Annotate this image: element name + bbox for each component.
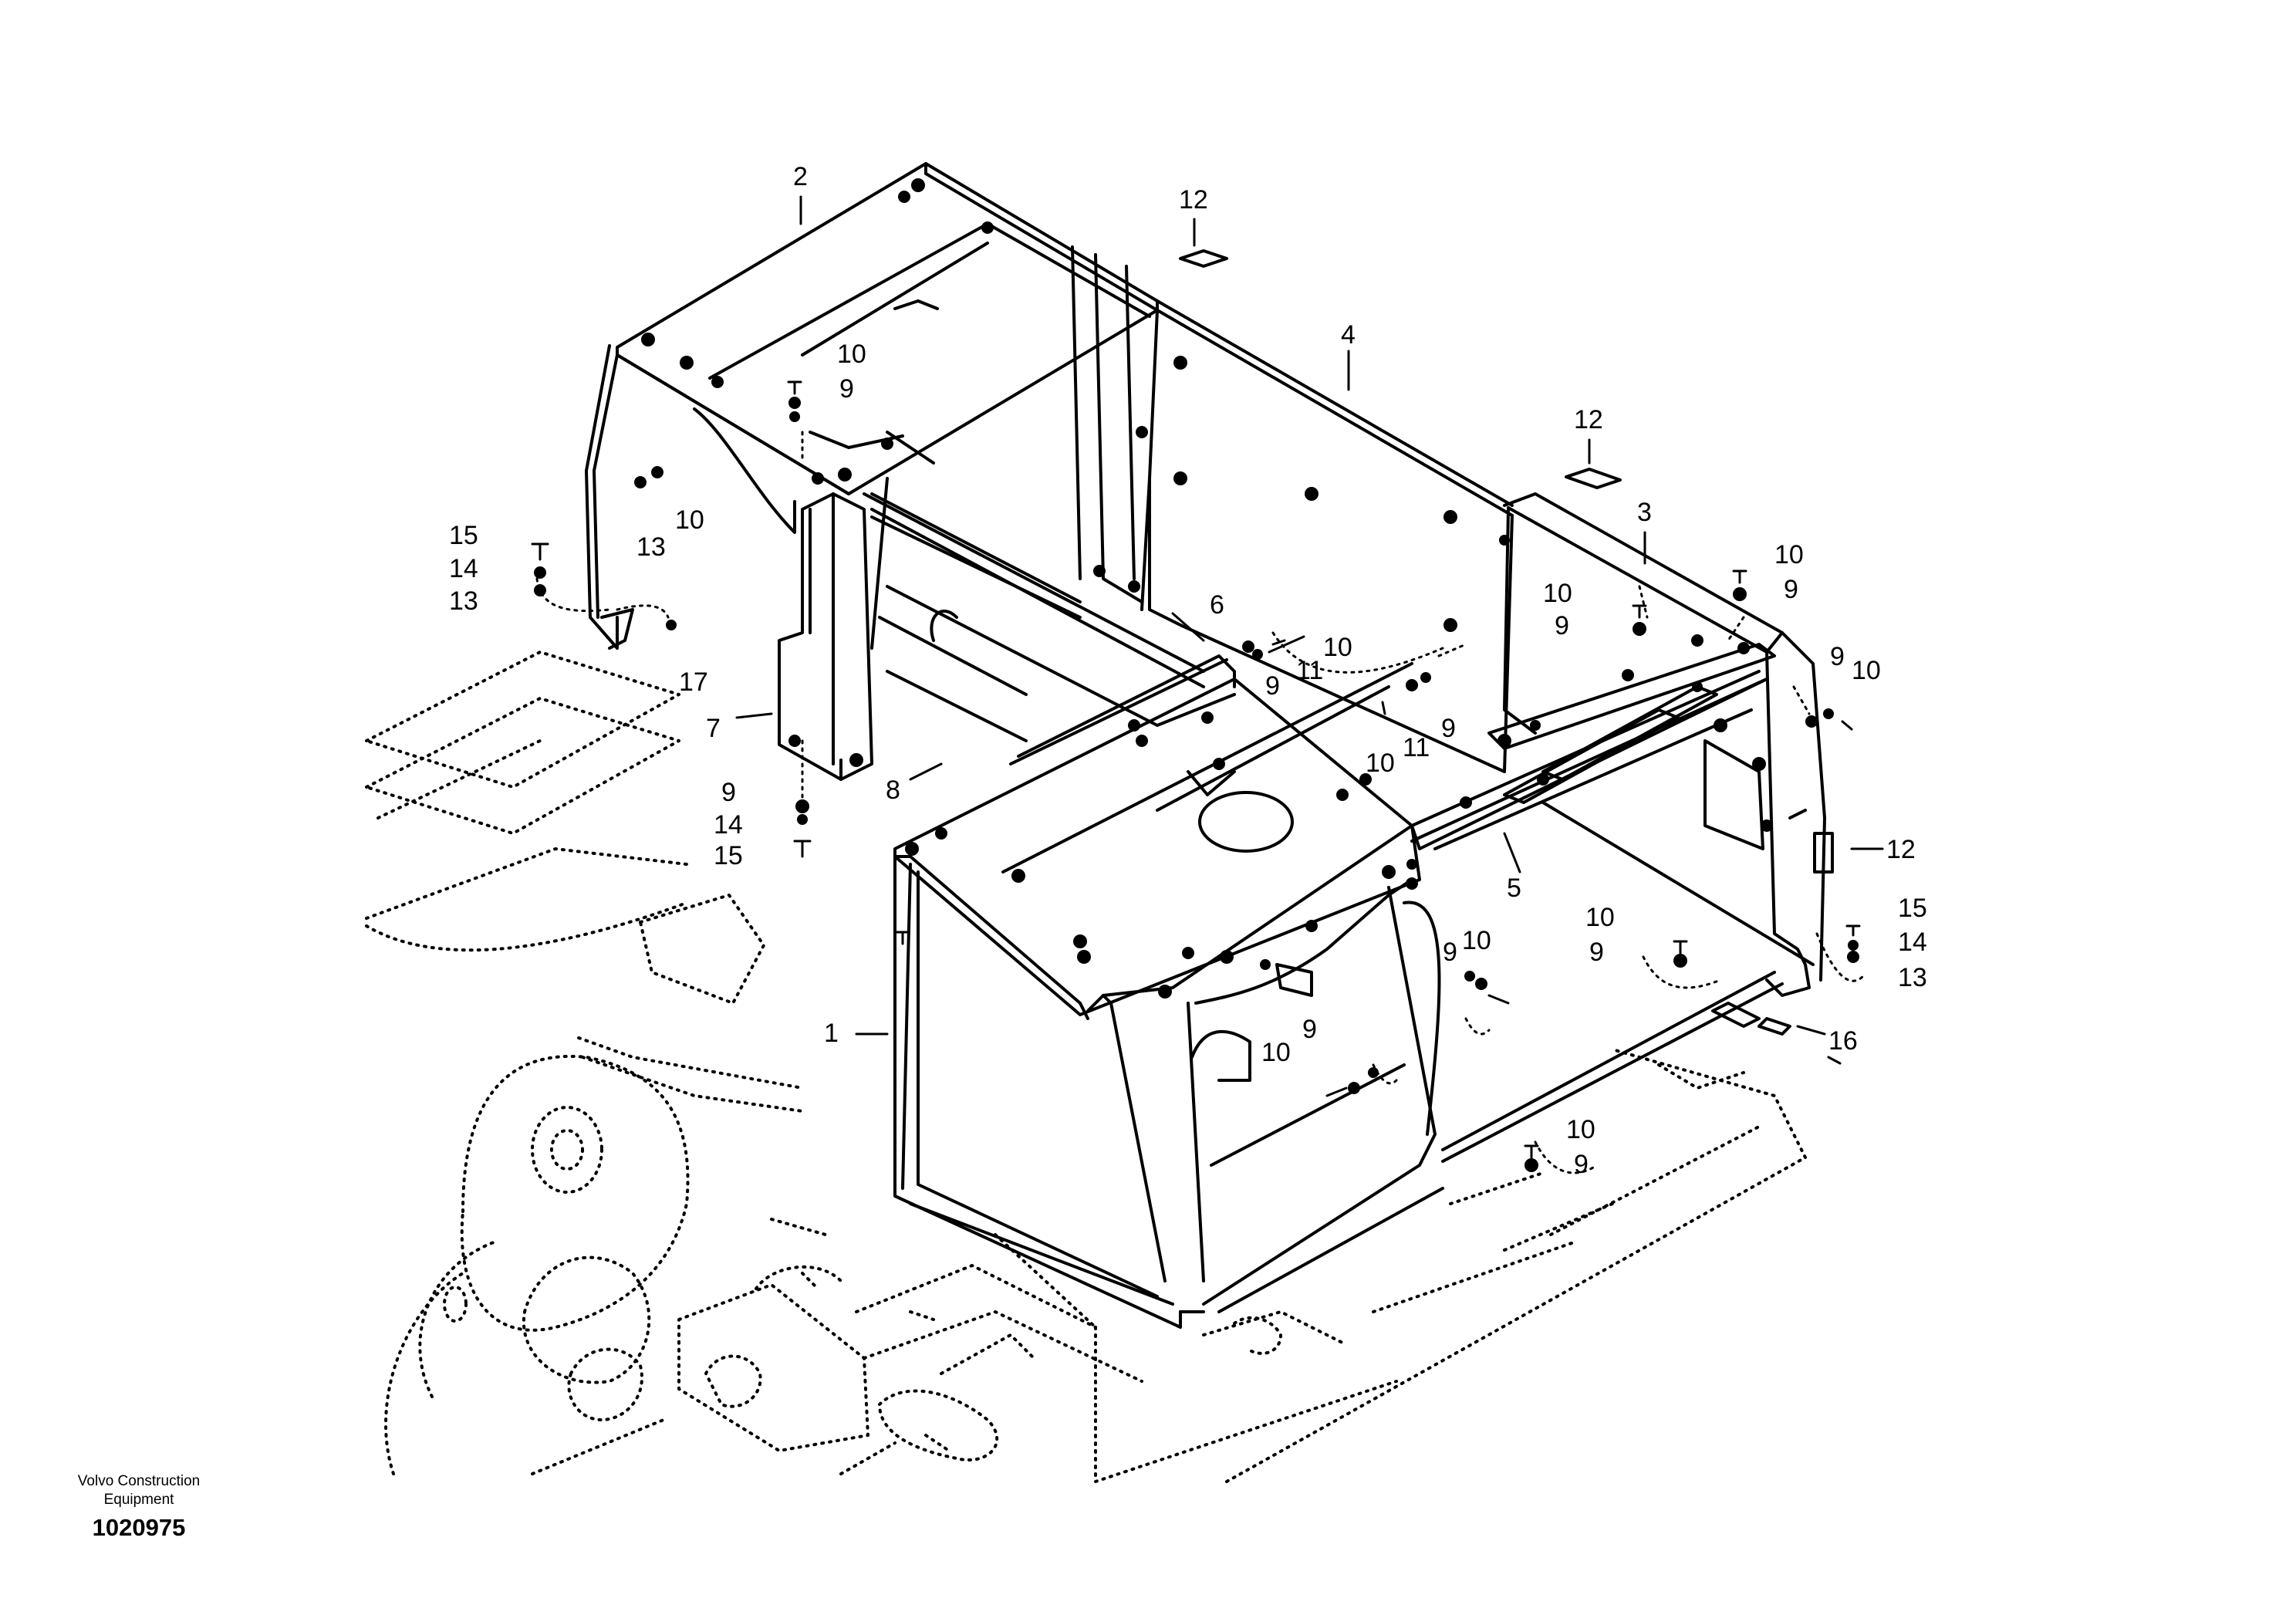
callout-14: 14	[1898, 928, 1927, 957]
background-frame-dotted	[365, 650, 1807, 1483]
part-2-rear-frame	[585, 162, 1159, 650]
callout-12: 12	[1886, 835, 1916, 864]
callout-10: 10	[1366, 748, 1395, 778]
callout-14: 14	[714, 810, 743, 840]
top-panel-opening	[1198, 791, 1294, 853]
callout-9: 9	[1555, 611, 1569, 640]
callout-9: 9	[721, 778, 736, 807]
callout-9: 9	[1441, 714, 1456, 743]
callout-9: 9	[1830, 642, 1845, 671]
callout-10: 10	[1261, 1038, 1291, 1067]
callout-8: 8	[886, 776, 900, 805]
callout-17: 17	[679, 667, 708, 697]
callout-9: 9	[1589, 938, 1604, 967]
callout-10: 10	[1543, 579, 1572, 608]
drawing-number: 1020975	[92, 1514, 186, 1541]
fasteners	[531, 380, 1861, 1159]
part-12-labels	[1179, 249, 1834, 874]
manufacturer-line-1: Volvo Construction	[77, 1473, 201, 1489]
callout-9: 9	[1302, 1015, 1317, 1044]
callout-1: 1	[824, 1019, 839, 1048]
callout-9: 9	[839, 374, 854, 404]
callout-7: 7	[706, 714, 721, 743]
callout-9: 9	[1265, 671, 1280, 701]
callout-9: 9	[1574, 1150, 1589, 1179]
callout-numbers: 2 12 4 12 3 10 9 10 13 15 14 13 17 7 6 1…	[449, 162, 1927, 1179]
callout-10: 10	[1774, 540, 1804, 569]
part-16-plate	[1757, 1017, 1791, 1036]
part-7-post	[778, 492, 873, 781]
part-1-housing	[893, 662, 1444, 1329]
callout-13: 13	[1898, 963, 1927, 992]
callout-6: 6	[1210, 590, 1224, 620]
manufacturer-label: Volvo Construction Equipment	[31, 1472, 247, 1509]
callout-15: 15	[1898, 894, 1927, 923]
callout-10: 10	[675, 505, 704, 535]
callout-15: 15	[449, 521, 478, 550]
bolt-heads	[534, 178, 1859, 1172]
callout-leader-ticks	[735, 195, 1884, 1036]
callout-5: 5	[1507, 874, 1521, 903]
callout-14: 14	[449, 554, 478, 583]
callout-10: 10	[1323, 633, 1352, 662]
manufacturer-line-2: Equipment	[103, 1492, 174, 1508]
callout-15: 15	[714, 841, 743, 870]
part-6-crossmember	[863, 492, 1236, 765]
callout-10: 10	[1852, 656, 1881, 685]
callout-10: 10	[837, 340, 866, 369]
callout-4: 4	[1341, 320, 1356, 350]
callout-11: 11	[1403, 733, 1430, 762]
callout-12: 12	[1179, 185, 1208, 215]
callout-16: 16	[1828, 1026, 1858, 1056]
callout-9: 9	[1784, 575, 1798, 604]
callout-11: 11	[1296, 656, 1323, 685]
callout-10: 10	[1462, 926, 1491, 955]
callout-13: 13	[636, 532, 666, 562]
callout-3: 3	[1637, 498, 1652, 527]
part-4-panel	[870, 245, 1514, 773]
callout-9: 9	[1443, 938, 1457, 967]
callout-13: 13	[449, 586, 478, 616]
callout-2: 2	[793, 162, 808, 191]
callout-10: 10	[1585, 903, 1615, 932]
callout-10: 10	[1566, 1115, 1595, 1144]
callout-12: 12	[1574, 405, 1603, 434]
